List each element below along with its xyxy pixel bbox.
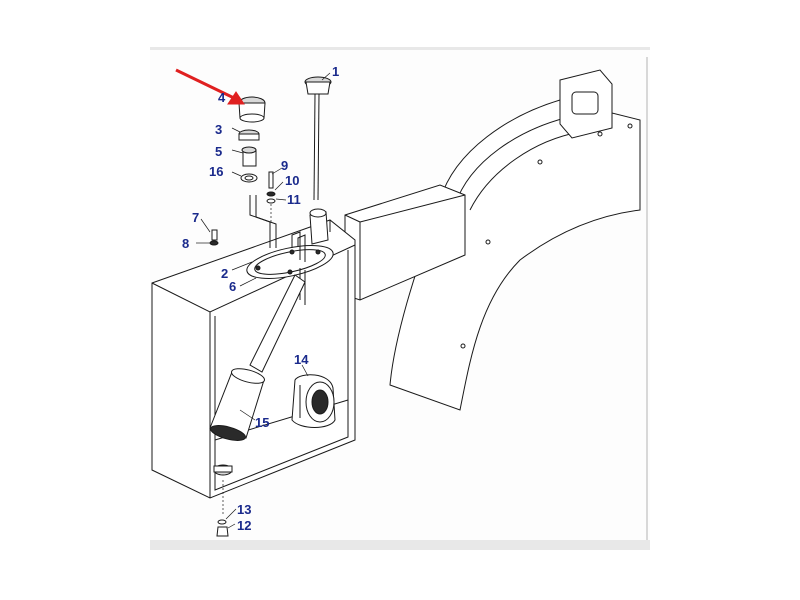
sender-flange bbox=[246, 195, 334, 305]
callout-2[interactable]: 2 bbox=[221, 266, 228, 281]
callout-10[interactable]: 10 bbox=[285, 173, 299, 188]
callout-13[interactable]: 13 bbox=[237, 502, 251, 517]
callout-15[interactable]: 15 bbox=[255, 415, 269, 430]
callout-12[interactable]: 12 bbox=[237, 518, 251, 533]
dipstick bbox=[304, 76, 332, 201]
cap-adapter bbox=[241, 146, 257, 167]
fender-assembly bbox=[344, 69, 641, 411]
callout-7[interactable]: 7 bbox=[192, 210, 199, 225]
sheet-right-border bbox=[646, 57, 648, 540]
callout-5[interactable]: 5 bbox=[215, 144, 222, 159]
callout-8[interactable]: 8 bbox=[182, 236, 189, 251]
bolt-washer bbox=[209, 229, 219, 246]
callout-1[interactable]: 1 bbox=[332, 64, 339, 79]
callout-9[interactable]: 9 bbox=[281, 158, 288, 173]
bolt-set bbox=[266, 171, 276, 222]
highlight-arrow bbox=[175, 68, 245, 105]
hose-clamp bbox=[240, 173, 258, 183]
sheet-bottom-border bbox=[150, 540, 650, 550]
drain-fitting bbox=[213, 464, 233, 537]
callout-16[interactable]: 16 bbox=[209, 164, 223, 179]
callout-3[interactable]: 3 bbox=[215, 122, 222, 137]
callout-labels: 1 2 3 4 5 6 7 8 9 10 11 12 13 14 15 16 bbox=[182, 64, 339, 533]
callout-4[interactable]: 4 bbox=[218, 90, 226, 105]
mount-slot bbox=[571, 91, 599, 115]
filter-assembly bbox=[209, 274, 336, 441]
callout-14[interactable]: 14 bbox=[294, 352, 309, 367]
callout-11[interactable]: 11 bbox=[287, 192, 301, 207]
filler-cap bbox=[238, 96, 266, 123]
leader-lines bbox=[196, 72, 331, 529]
cap-ring bbox=[238, 129, 260, 141]
callout-6[interactable]: 6 bbox=[229, 279, 236, 294]
